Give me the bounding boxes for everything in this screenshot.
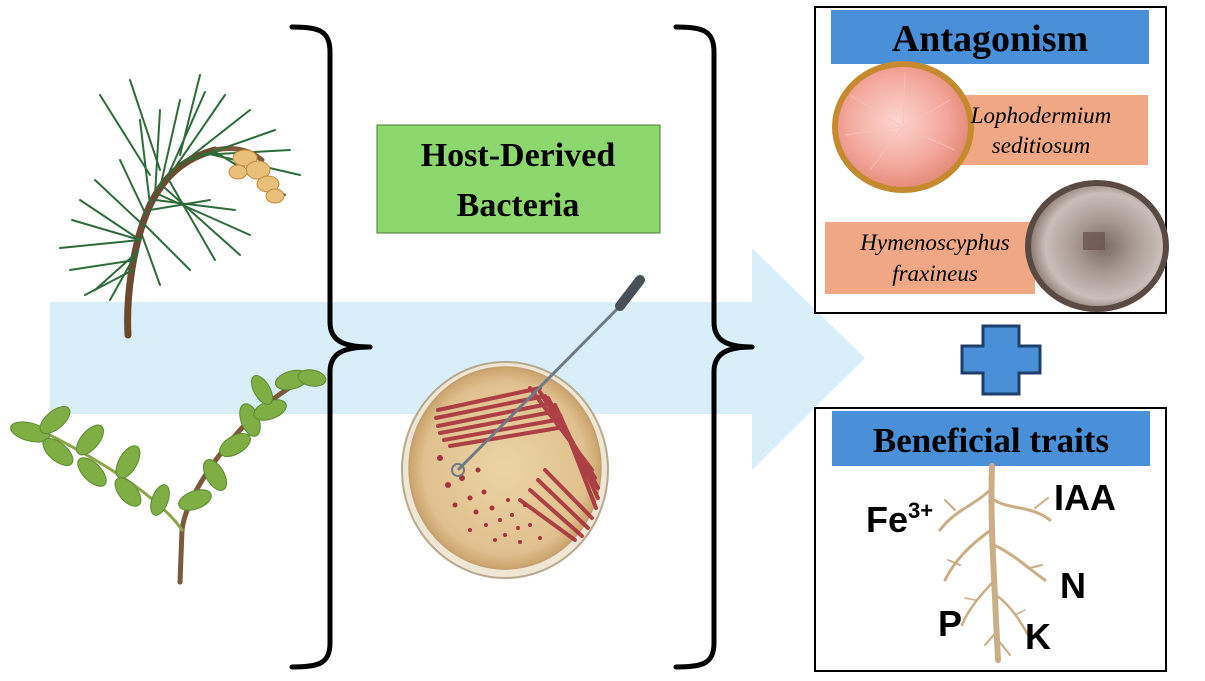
bacteria-label-box: Host-Derived Bacteria: [376, 124, 661, 234]
flow-arrow: [50, 248, 865, 470]
root-system-image: [938, 463, 1052, 663]
n-label: N: [1060, 565, 1086, 606]
pathogen1-name-line2: seditiosum: [992, 133, 1090, 158]
antagonism-panel: Antagonism Lophodermium seditiosum Hymen…: [814, 6, 1169, 314]
fe-label: Fe3+: [866, 498, 933, 540]
pathogen2-name-line2: fraxineus: [892, 261, 978, 286]
ash-branch-image: [10, 369, 327, 585]
iaa-label: IAA: [1054, 477, 1116, 518]
bacteria-label-line1: Host-Derived: [421, 137, 616, 174]
beneficial-traits-panel: Beneficial traits Fe3+ IAA N P K: [814, 407, 1167, 672]
antagonism-title: Antagonism: [892, 18, 1088, 60]
bacteria-label-line2: Bacteria: [457, 187, 580, 224]
pine-branch-image: [59, 74, 301, 339]
k-label: K: [1025, 616, 1051, 657]
pink-fungal-plate-image: [832, 61, 974, 193]
beneficial-traits-title: Beneficial traits: [873, 421, 1109, 460]
pathogen2-label-box: [825, 222, 1035, 294]
pathogen1-label-box: [960, 95, 1148, 165]
grey-fungal-plate-image: [1025, 180, 1169, 312]
plus-icon: [960, 324, 1042, 396]
pathogen2-name-line1: Hymenoscyphus: [859, 230, 1010, 255]
pathogen1-name-line1: Lophodermium: [970, 103, 1112, 128]
p-label: P: [938, 603, 962, 644]
right-brace: [673, 24, 755, 670]
left-brace: [289, 24, 373, 670]
petri-dish-image: [401, 275, 645, 579]
